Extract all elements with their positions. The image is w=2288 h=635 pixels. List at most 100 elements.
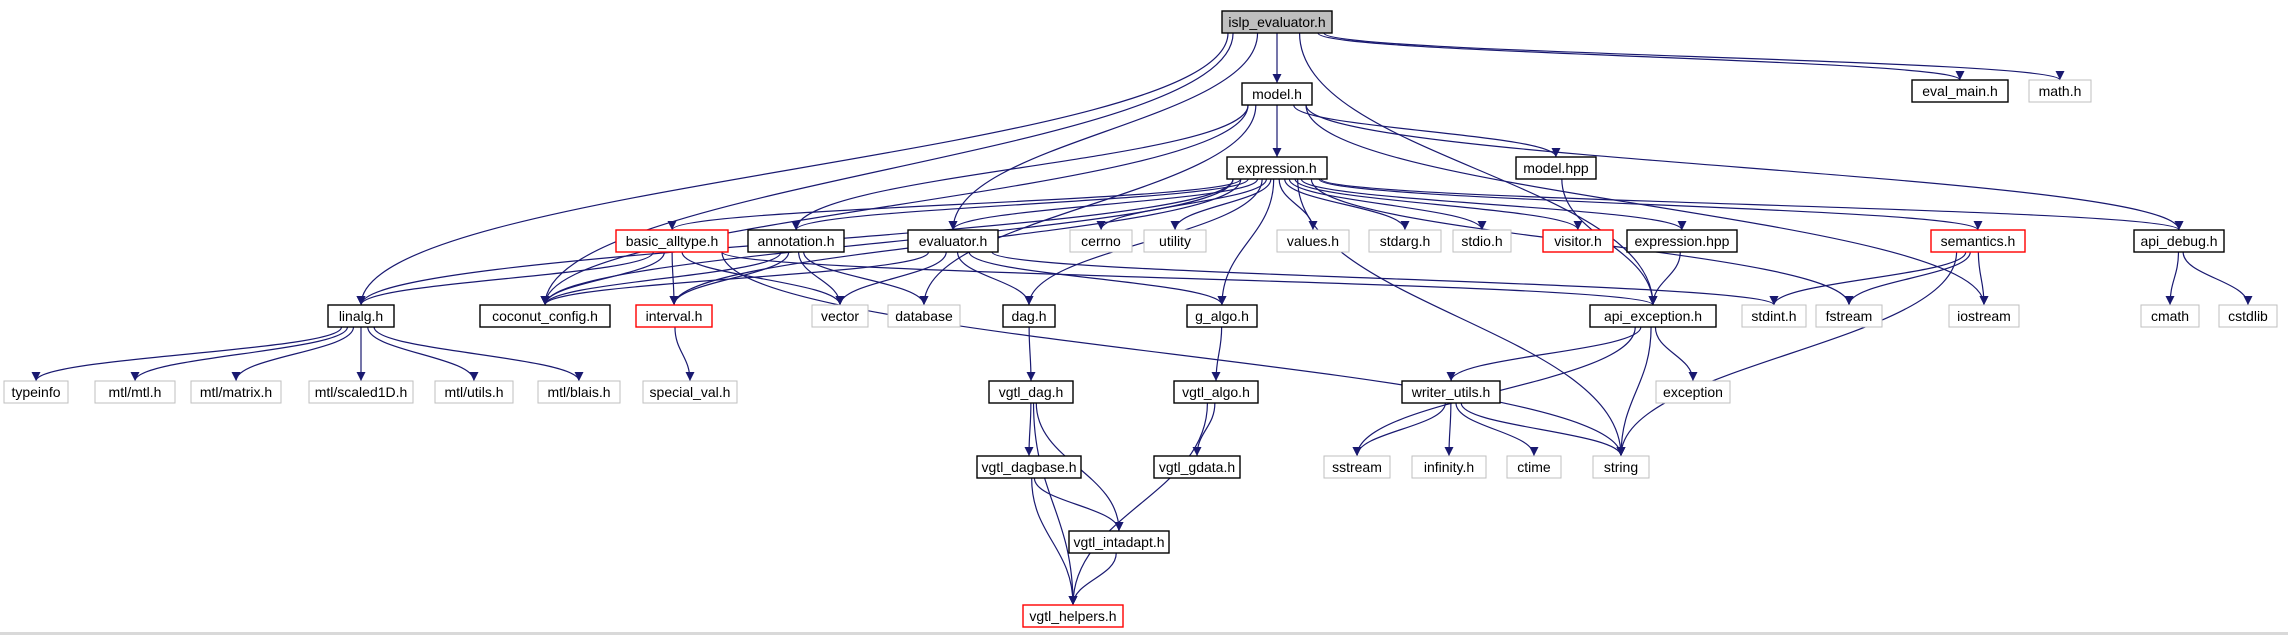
node-box-mtl_mtl	[94, 380, 176, 404]
edge-model-to-model_hpp	[1293, 104, 1561, 158]
edge-expression-to-g_algo	[1217, 178, 1275, 306]
node-vgtl_dagbase[interactable]: vgtl_dagbase.h	[976, 455, 1082, 479]
node-label-api_debug: api_debug.h	[2140, 233, 2217, 249]
node-label-basic_alltype: basic_alltype.h	[626, 233, 719, 249]
node-label-dag: dag.h	[1011, 308, 1046, 324]
node-values: values.h	[1276, 229, 1350, 253]
node-label-cerrno: cerrno	[1081, 233, 1121, 249]
edge-linalg-to-typeinfo	[31, 326, 343, 382]
node-label-utility: utility	[1159, 233, 1191, 249]
edge-writer_utils-to-sstream	[1352, 402, 1446, 457]
node-expression[interactable]: expression.h	[1226, 156, 1328, 180]
edge-writer_utils-to-string	[1460, 402, 1626, 457]
node-database: database	[887, 304, 961, 328]
node-coconut_config[interactable]: coconut_config.h	[479, 304, 611, 328]
edge-evaluator-to-coconut_config	[540, 251, 930, 306]
node-label-vgtl_gdata: vgtl_gdata.h	[1159, 459, 1235, 475]
node-label-annotation: annotation.h	[757, 233, 834, 249]
node-evaluator[interactable]: evaluator.h	[907, 229, 999, 253]
node-islp_evaluator[interactable]: islp_evaluator.h	[1221, 10, 1333, 34]
edge-expression_hpp-to-api_exception	[1648, 251, 1681, 306]
node-label-typeinfo: typeinfo	[11, 384, 60, 400]
node-label-visitor: visitor.h	[1554, 233, 1601, 249]
edge-islp_evaluator-to-coconut_config	[540, 32, 1234, 306]
edge-expression-to-expression_hpp	[1300, 178, 1687, 231]
node-api_exception[interactable]: api_exception.h	[1589, 304, 1717, 328]
node-visitor[interactable]: visitor.h	[1542, 229, 1614, 253]
node-vgtl_gdata[interactable]: vgtl_gdata.h	[1153, 455, 1241, 479]
node-box-mtl_utils	[434, 380, 514, 404]
node-box-cmath	[2140, 304, 2200, 328]
node-annotation[interactable]: annotation.h	[747, 229, 845, 253]
node-vgtl_dag[interactable]: vgtl_dag.h	[988, 380, 1074, 404]
node-label-sstream: sstream	[1332, 459, 1382, 475]
node-model_hpp[interactable]: model.hpp	[1515, 156, 1597, 180]
node-box-infinity	[1411, 455, 1487, 479]
node-box-fstream	[1815, 304, 1883, 328]
edge-vgtl_dag-to-vgtl_dagbase	[1024, 402, 1034, 457]
node-label-coconut_config: coconut_config.h	[492, 308, 598, 324]
node-label-ctime: ctime	[1517, 459, 1551, 475]
edge-basic_alltype-to-api_exception	[721, 251, 1658, 306]
node-box-vgtl_dag	[988, 380, 1074, 404]
node-writer_utils[interactable]: writer_utils.h	[1401, 380, 1501, 404]
node-box-islp_evaluator	[1221, 10, 1333, 34]
node-box-exception	[1655, 380, 1731, 404]
node-utility: utility	[1143, 229, 1207, 253]
node-api_debug[interactable]: api_debug.h	[2133, 229, 2225, 253]
node-basic_alltype[interactable]: basic_alltype.h	[615, 229, 729, 253]
edge-expression-to-values	[1278, 178, 1318, 231]
edge-basic_alltype-to-coconut_config	[540, 251, 665, 306]
edge-linalg-to-mtl_matrix	[231, 326, 355, 382]
node-vgtl_algo[interactable]: vgtl_algo.h	[1173, 380, 1259, 404]
node-box-writer_utils	[1401, 380, 1501, 404]
edge-annotation-to-coconut_config	[540, 251, 782, 306]
node-box-iostream	[1948, 304, 2020, 328]
node-expression_hpp[interactable]: expression.hpp	[1626, 229, 1738, 253]
edge-model-to-annotation	[791, 104, 1249, 231]
node-stdarg: stdarg.h	[1368, 229, 1442, 253]
node-box-linalg	[327, 304, 395, 328]
edge-linalg-to-mtl_blais	[373, 326, 584, 382]
edge-basic_alltype-to-string	[721, 251, 1626, 457]
node-label-stdint: stdint.h	[1751, 308, 1796, 324]
node-label-islp_evaluator: islp_evaluator.h	[1228, 14, 1325, 30]
node-label-linalg: linalg.h	[339, 308, 383, 324]
node-vector: vector	[811, 304, 869, 328]
node-box-cerrno	[1069, 229, 1133, 253]
node-sstream: sstream	[1323, 455, 1391, 479]
node-box-utility	[1143, 229, 1207, 253]
node-box-dag	[1002, 304, 1056, 328]
node-label-vgtl_intadapt: vgtl_intadapt.h	[1073, 534, 1164, 550]
edge-semantics-to-stdint	[1769, 251, 1967, 306]
node-vgtl_helpers[interactable]: vgtl_helpers.h	[1022, 604, 1124, 628]
node-model[interactable]: model.h	[1241, 82, 1313, 106]
node-stdint: stdint.h	[1741, 304, 1807, 328]
edge-writer_utils-to-infinity	[1444, 402, 1454, 457]
node-linalg[interactable]: linalg.h	[327, 304, 395, 328]
edge-expression-to-api_debug	[1320, 178, 2184, 231]
node-interval[interactable]: interval.h	[635, 304, 713, 328]
edge-vgtl_intadapt-to-vgtl_helpers	[1068, 552, 1117, 606]
node-box-mtl_blais	[537, 380, 621, 404]
edge-expression-to-visitor	[1294, 178, 1583, 231]
node-label-api_exception: api_exception.h	[1604, 308, 1702, 324]
edge-islp_evaluator-to-api_exception	[1298, 32, 1658, 306]
node-infinity: infinity.h	[1411, 455, 1487, 479]
node-semantics[interactable]: semantics.h	[1930, 229, 2026, 253]
node-box-vgtl_dagbase	[976, 455, 1082, 479]
node-box-vector	[811, 304, 869, 328]
edge-islp_evaluator-to-evaluator	[948, 32, 1259, 231]
node-label-eval_main: eval_main.h	[1922, 83, 1998, 99]
node-vgtl_intadapt[interactable]: vgtl_intadapt.h	[1068, 530, 1170, 554]
node-label-special_val: special_val.h	[650, 384, 731, 400]
node-g_algo[interactable]: g_algo.h	[1186, 304, 1258, 328]
node-box-expression_hpp	[1626, 229, 1738, 253]
node-box-expression	[1226, 156, 1328, 180]
node-mtl_mtl: mtl/mtl.h	[94, 380, 176, 404]
node-dag[interactable]: dag.h	[1002, 304, 1056, 328]
edge-evaluator-to-vector	[835, 251, 947, 306]
edge-api_debug-to-cmath	[2165, 251, 2180, 306]
node-eval_main[interactable]: eval_main.h	[1911, 79, 2009, 103]
